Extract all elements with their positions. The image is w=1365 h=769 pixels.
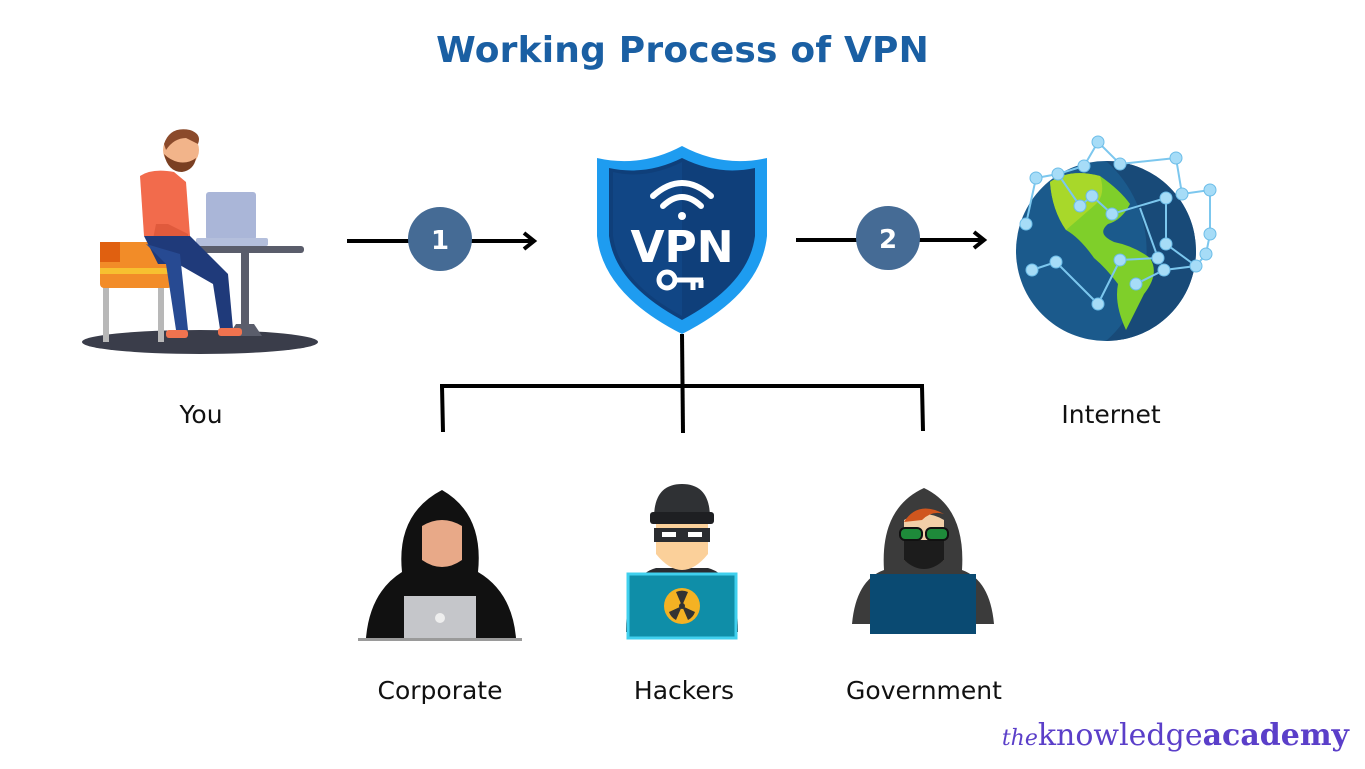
logo-word-academy: academy [1202, 718, 1349, 753]
person-at-laptop-icon [82, 129, 318, 354]
brand-logo: theknowledgeacademy [1002, 718, 1349, 753]
logo-prefix: the [1001, 726, 1038, 751]
step-badge-1: 1 [408, 207, 472, 271]
step-number: 2 [879, 225, 897, 255]
node-label-you: You [179, 400, 223, 429]
party-label-corporate: Corporate [377, 676, 503, 705]
step-badge-2: 2 [856, 206, 920, 270]
step-number: 1 [431, 226, 449, 256]
party-label-government: Government [846, 676, 1002, 705]
vpn-shield-label: VPN [630, 222, 733, 273]
hooded-agent-laptop-icon [852, 488, 994, 634]
masked-hacker-laptop-icon [626, 484, 738, 640]
party-label-hackers: Hackers [633, 676, 735, 705]
hooded-figure-laptop-icon [358, 490, 522, 641]
vpn-shield-icon: VPN [597, 146, 767, 334]
globe-network-icon [1016, 135, 1217, 341]
node-label-internet: Internet [1061, 400, 1161, 429]
page-title: Working Process of VPN [436, 30, 929, 71]
logo-word-knowledge: knowledge [1037, 718, 1203, 753]
branch-lines [440, 333, 925, 434]
